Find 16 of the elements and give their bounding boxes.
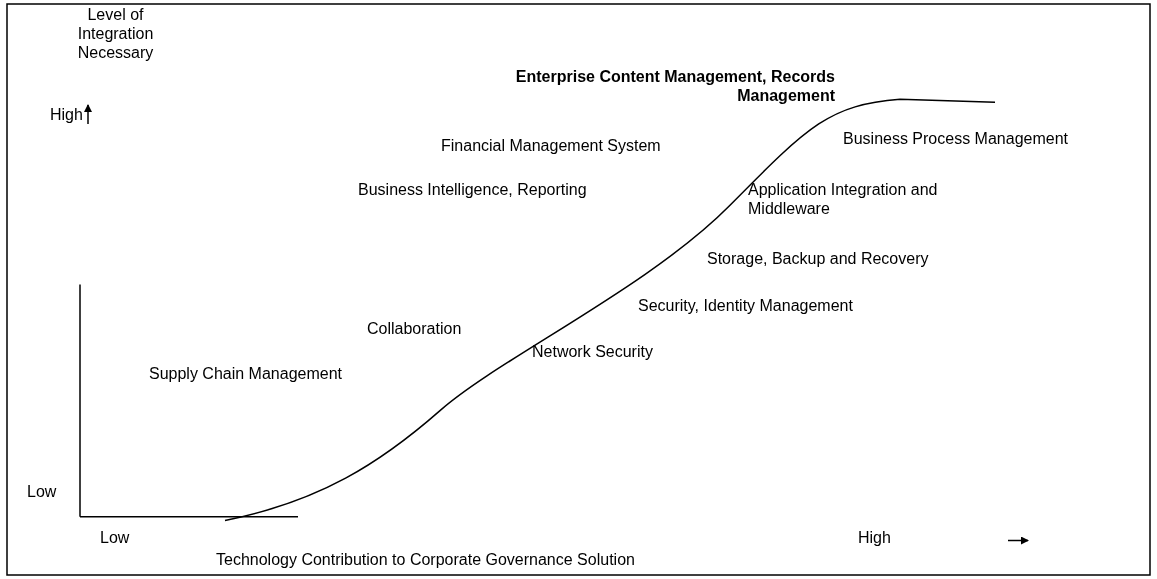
curve-label: Business Process Management bbox=[843, 128, 1068, 148]
curve-label: Financial Management System bbox=[441, 135, 661, 155]
curve-label: Storage, Backup and Recovery bbox=[707, 249, 929, 269]
curve-label: Security, Identity Management bbox=[638, 296, 853, 316]
axis-value: Low bbox=[27, 482, 57, 502]
curve-label: Network Security bbox=[532, 341, 653, 361]
axis-value: High bbox=[50, 105, 83, 125]
axis-title: Level of Integration Necessary bbox=[76, 4, 155, 62]
curve-label: Supply Chain Management bbox=[149, 363, 342, 383]
curve-label: Collaboration bbox=[367, 318, 462, 338]
axis-value: Low bbox=[100, 528, 130, 548]
curve-label: Business Intelligence, Reporting bbox=[358, 180, 587, 200]
curve-label: Enterprise Content Management, Records Management bbox=[514, 66, 835, 105]
curve-label: Application Integration and Middleware bbox=[748, 180, 939, 219]
axis-value: High bbox=[858, 528, 891, 548]
axis-title: Technology Contribution to Corporate Governance Solution bbox=[216, 550, 635, 570]
